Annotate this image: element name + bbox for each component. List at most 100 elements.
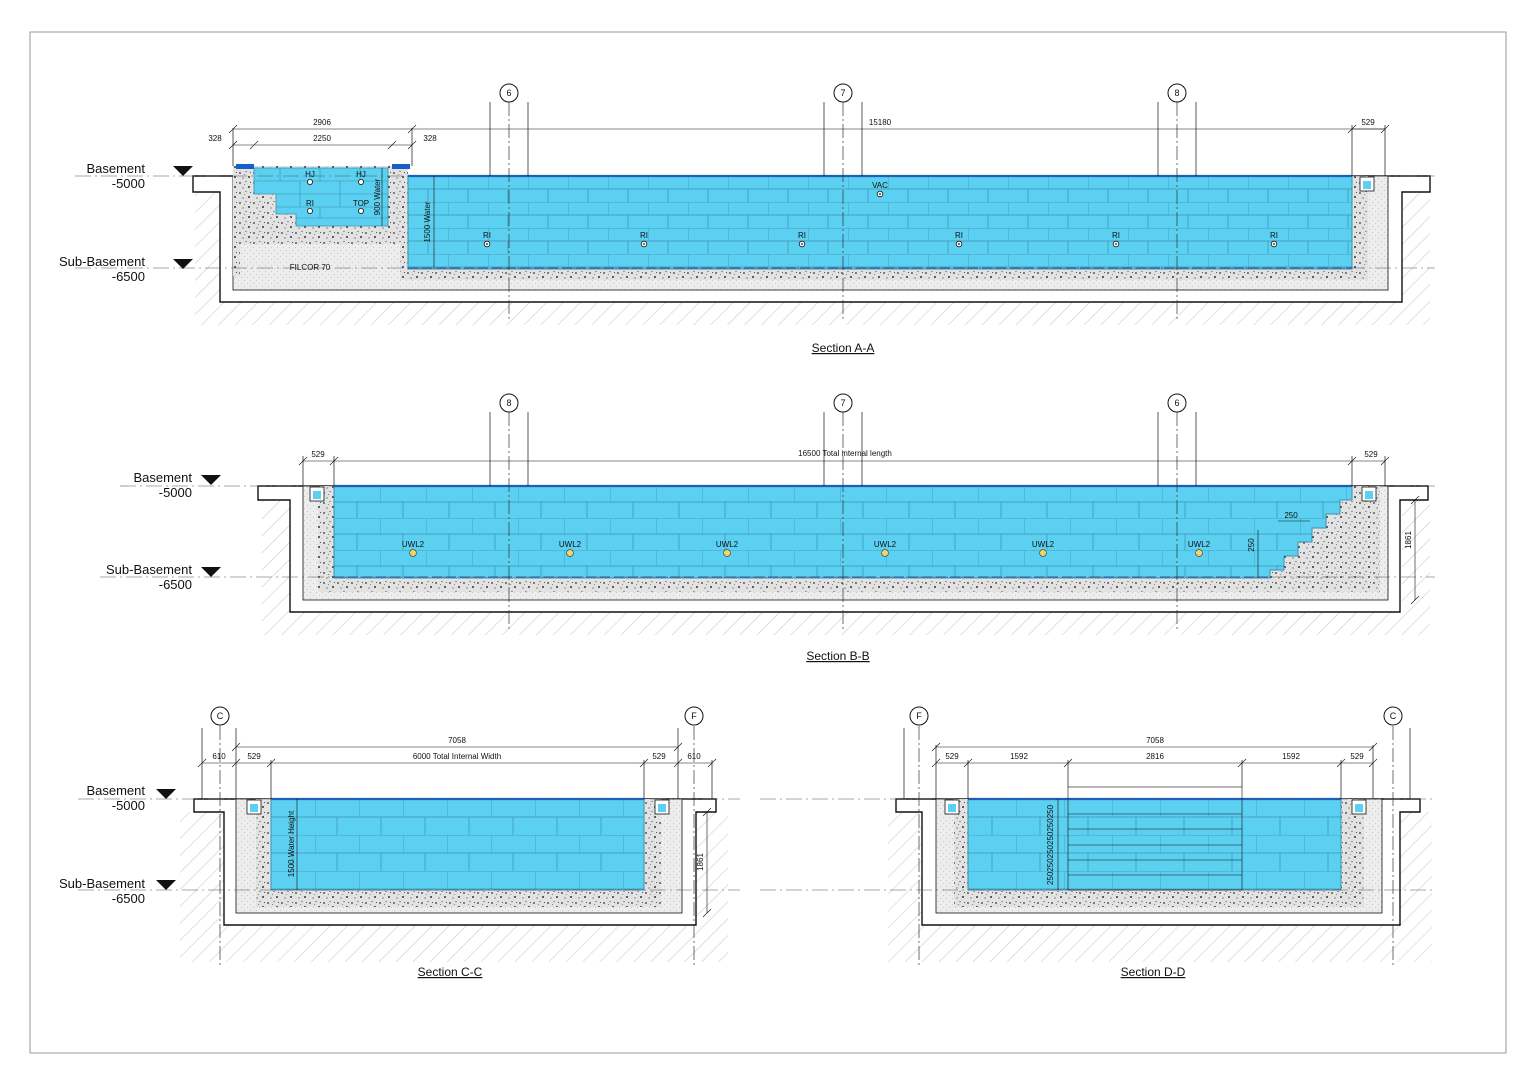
aa-dim-spa-inner: 2250	[313, 134, 331, 143]
svg-text:8: 8	[506, 398, 511, 408]
cc-basement-value: -5000	[112, 798, 145, 813]
cc-dim-left-wall: 610	[212, 752, 226, 761]
cc-dim-water-height: 1500 Water Height	[287, 810, 296, 877]
aa-sub-basement-label: Sub-Basement	[59, 254, 145, 269]
cc-grid-bubble-f: F	[684, 706, 704, 726]
svg-text:C: C	[217, 711, 224, 721]
cc-dim-left-gutter: 529	[247, 752, 261, 761]
aa-spa-fittings: HJ HJ RI TOP 900 Water FILCOR 70	[290, 170, 382, 272]
aa-ri-fitting	[306, 207, 313, 214]
aa-filcor-label: FILCOR 70	[290, 263, 331, 272]
bb-dimension-lines	[298, 456, 1420, 605]
bb-dim-right-gutter: 529	[1364, 450, 1378, 459]
cc-sub-basement-marker	[156, 880, 176, 890]
cc-sub-basement-value: -6500	[112, 891, 145, 906]
aa-basement-label: Basement	[86, 161, 145, 176]
svg-text:RI: RI	[1112, 231, 1120, 240]
aa-filcor-fill	[240, 244, 400, 276]
svg-text:RI: RI	[483, 231, 491, 240]
aa-hj-label-2: HJ	[356, 170, 366, 179]
svg-text:UWL2: UWL2	[1188, 540, 1211, 549]
dd-dim-left-gutter: 529	[945, 752, 959, 761]
svg-text:UWL2: UWL2	[1032, 540, 1055, 549]
aa-spa-coping-right	[392, 164, 410, 169]
svg-text:7: 7	[840, 398, 845, 408]
aa-ri-fitting-3: RI	[798, 231, 806, 248]
bb-dim-step-tread: 250	[1284, 511, 1298, 520]
bb-gutter-right-water	[1365, 491, 1373, 499]
bb-grid-bubble-6: 6	[1167, 393, 1187, 413]
aa-gutter-water	[1363, 181, 1371, 189]
aa-hj-fitting	[306, 178, 313, 185]
cc-basement-marker	[156, 789, 176, 799]
section-dd: F C 7058 529 1592 2816 1592 529 25025025…	[760, 706, 1435, 979]
aa-grid-centerlines	[508, 102, 1178, 320]
aa-ri-fitting-2: RI	[640, 231, 648, 248]
aa-grid-bubble-8: 8	[1167, 83, 1187, 103]
svg-text:UWL2: UWL2	[716, 540, 739, 549]
dd-dim-left-span: 1592	[1010, 752, 1028, 761]
cc-gutter-right-water	[658, 804, 666, 812]
cc-dim-right-gutter: 529	[652, 752, 666, 761]
svg-text:RI: RI	[798, 231, 806, 240]
bb-basement-marker	[201, 475, 221, 485]
bb-sub-basement-marker	[201, 567, 221, 577]
bb-grid-bubble-7: 7	[833, 393, 853, 413]
bb-sub-basement-label: Sub-Basement	[106, 562, 192, 577]
svg-text:6: 6	[1174, 398, 1179, 408]
aa-spa-tiles	[254, 168, 388, 219]
dd-dim-right-span: 1592	[1282, 752, 1300, 761]
dd-pool-water	[967, 798, 1342, 891]
aa-hj-fitting	[357, 178, 364, 185]
aa-hj-label-1: HJ	[305, 170, 315, 179]
cc-dim-right-wall: 610	[687, 752, 701, 761]
dd-grid-lines	[903, 728, 1411, 799]
bb-light-6: UWL2	[1188, 540, 1211, 557]
bb-light-4: UWL2	[874, 540, 897, 557]
dd-dimension-lines	[931, 742, 1378, 890]
cc-pool-water	[270, 798, 645, 891]
aa-soil	[195, 192, 1430, 325]
section-bb: Basement -5000 Sub-Basement -6500 8 7 6	[100, 393, 1435, 663]
bb-dim-total-length: 16500 Total internal length	[798, 449, 892, 458]
dd-grid-bubble-c: C	[1383, 706, 1403, 726]
aa-spa-water-depth: 900 Water	[373, 178, 382, 215]
bb-basement-value: -5000	[159, 485, 192, 500]
dd-gutter-right-water	[1355, 804, 1363, 812]
cc-grid-lines	[201, 728, 713, 799]
bb-grid-bubble-8: 8	[499, 393, 519, 413]
bb-light-2: UWL2	[559, 540, 582, 557]
dd-gutter-left-water	[948, 804, 956, 812]
aa-dim-right-gutter: 529	[1361, 118, 1375, 127]
dd-grid-centerlines	[918, 726, 1394, 965]
aa-grid-lines	[232, 102, 1386, 176]
aa-sub-basement-marker	[173, 259, 193, 269]
aa-basement-marker	[173, 166, 193, 176]
section-aa: Basement -5000 Sub-Basement -6500 6 7 8	[59, 83, 1435, 355]
bb-section-title: Section B-B	[806, 649, 869, 663]
cc-basement-label: Basement	[86, 783, 145, 798]
svg-text:UWL2: UWL2	[559, 540, 582, 549]
svg-text:UWL2: UWL2	[402, 540, 425, 549]
aa-spa-water	[253, 167, 389, 227]
svg-text:F: F	[916, 711, 922, 721]
svg-text:8: 8	[1174, 88, 1179, 98]
dd-section-title: Section D-D	[1121, 965, 1186, 979]
aa-ri-fitting-1: RI	[483, 231, 491, 248]
aa-spa-coping-left	[236, 164, 254, 169]
aa-ri-fitting-6: RI	[1270, 231, 1278, 248]
dd-soil	[888, 812, 1432, 962]
bb-dim-left-gutter: 529	[311, 450, 325, 459]
aa-pool-water-depth: 1500 Water	[423, 201, 432, 242]
sheet-border	[29, 31, 1507, 1054]
cc-sub-basement-label: Sub-Basement	[59, 876, 145, 891]
aa-vac-fitting: VAC	[872, 181, 888, 198]
aa-dim-spa-total: 2906	[313, 118, 331, 127]
aa-dim-right-wall: 328	[423, 134, 437, 143]
cc-dim-overall: 7058	[448, 736, 466, 745]
svg-text:RI: RI	[640, 231, 648, 240]
cc-dim-depth: 1861	[696, 853, 705, 871]
svg-text:6: 6	[506, 88, 511, 98]
aa-ri-fitting-5: RI	[1112, 231, 1120, 248]
aa-dim-left-wall: 328	[208, 134, 222, 143]
